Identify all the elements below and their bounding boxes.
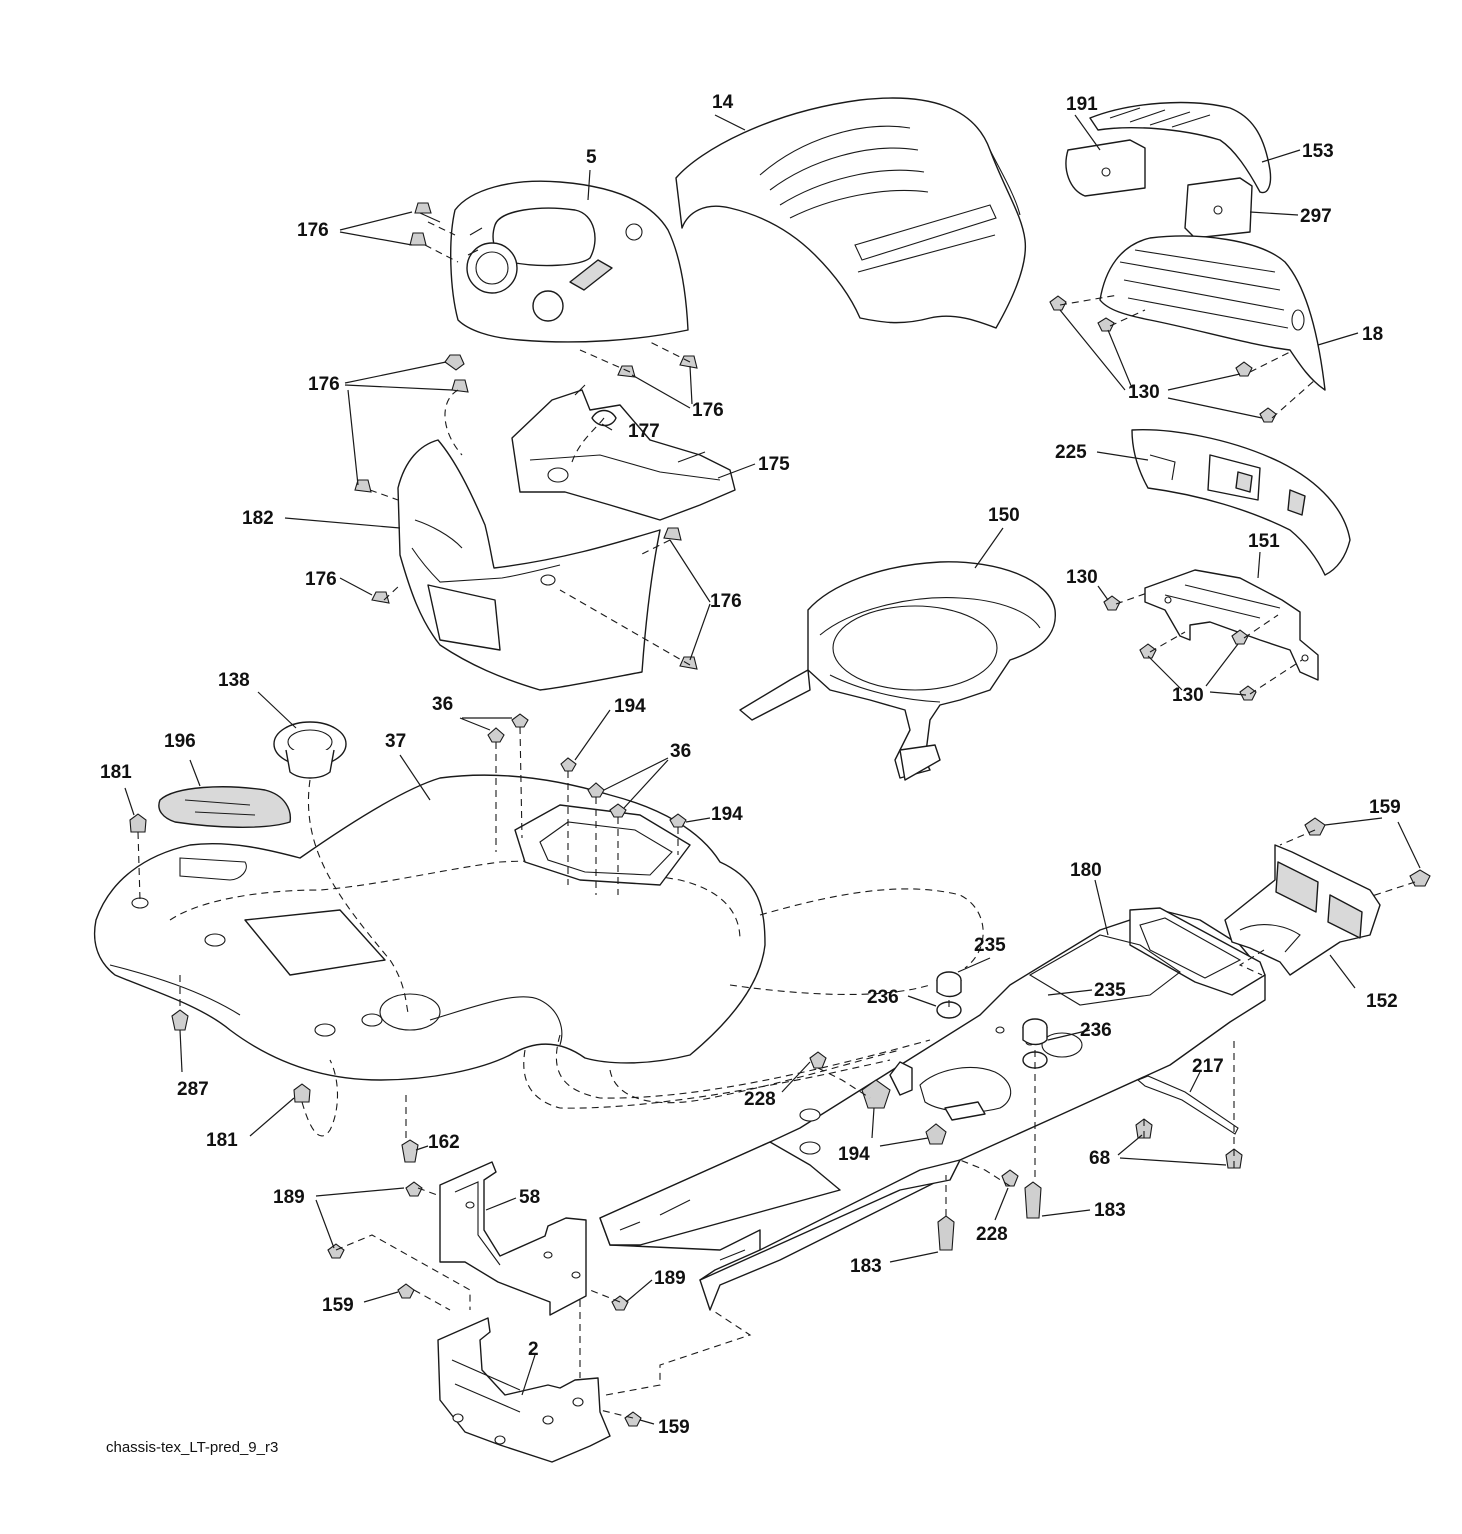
dash-bracket-part [511,384,736,521]
frame-part [599,907,1266,1311]
grille-insert-part [1089,101,1272,194]
axle-bracket-part [437,1317,611,1463]
callout-181: 181 [206,1130,238,1151]
callout-175: 175 [758,454,790,475]
callout-176: 176 [297,220,329,241]
callout-189: 189 [273,1187,305,1208]
callout-5: 5 [586,147,597,168]
callout-130: 130 [1066,567,1098,588]
callout-176: 176 [305,569,337,590]
callout-130: 130 [1172,685,1204,706]
mount-bracket-part [1144,569,1319,681]
callout-180: 180 [1070,860,1102,881]
callout-191: 191 [1066,94,1098,115]
callout-18: 18 [1362,324,1383,345]
callout-14: 14 [712,92,734,113]
callout-225: 225 [1055,442,1087,463]
grille-part [1099,235,1326,391]
callout-152: 152 [1366,991,1398,1012]
callout-58: 58 [519,1187,540,1208]
callout-182: 182 [242,508,274,529]
callout-196: 196 [164,731,196,752]
callout-162: 162 [428,1132,460,1153]
leader-lines [124,114,1421,1425]
callout-151: 151 [1248,531,1280,552]
fastener-set [129,202,1431,1427]
callout-235: 235 [1094,980,1126,1001]
callout-159: 159 [322,1295,354,1316]
figure-caption: chassis-tex_LT-pred_9_r3 [106,1439,278,1456]
callout-150: 150 [988,505,1020,526]
hitch-plate-part [1224,844,1381,976]
decal-plate-part [158,786,292,828]
callout-194: 194 [711,804,743,825]
callout-194: 194 [838,1144,870,1165]
callout-2: 2 [528,1339,539,1360]
callout-228: 228 [976,1224,1008,1245]
callout-183: 183 [1094,1200,1126,1221]
callout-176: 176 [692,400,724,421]
callout-130: 130 [1128,382,1160,403]
callout-36: 36 [670,741,691,762]
bumper-part [1131,429,1351,576]
front-bracket-part [439,1161,587,1316]
callout-189: 189 [654,1268,686,1289]
shift-boot-part [273,721,347,779]
callout-68: 68 [1089,1148,1110,1169]
callout-176: 176 [308,374,340,395]
callout-217: 217 [1192,1056,1224,1077]
callout-37: 37 [385,731,406,752]
callout-177: 177 [628,421,660,442]
callout-159: 159 [658,1417,690,1438]
callout-36: 36 [432,694,453,715]
callout-153: 153 [1302,141,1334,162]
dash-panel-part [450,180,689,343]
callout-236: 236 [867,987,899,1008]
fender-deck-part [93,774,766,1081]
foam-block-part [1065,139,1253,239]
callout-297: 297 [1300,206,1332,227]
seat-pan-part [739,561,1056,781]
callout-labels: 14 5 191 153 297 18 130 176 176 176 176 … [100,92,1401,1438]
callout-183: 183 [850,1256,882,1277]
callout-194: 194 [614,696,646,717]
callout-181: 181 [100,762,132,783]
callout-236: 236 [1080,1020,1112,1041]
hood-part [675,97,1027,329]
isolator-mount-part [936,971,1048,1069]
callout-287: 287 [177,1079,209,1100]
assembly-lines [137,221,1416,1419]
callout-228: 228 [744,1089,776,1110]
lower-dash-part [397,439,661,691]
callout-235: 235 [974,935,1006,956]
callout-176: 176 [710,591,742,612]
callout-138: 138 [218,670,250,691]
callout-159: 159 [1369,797,1401,818]
